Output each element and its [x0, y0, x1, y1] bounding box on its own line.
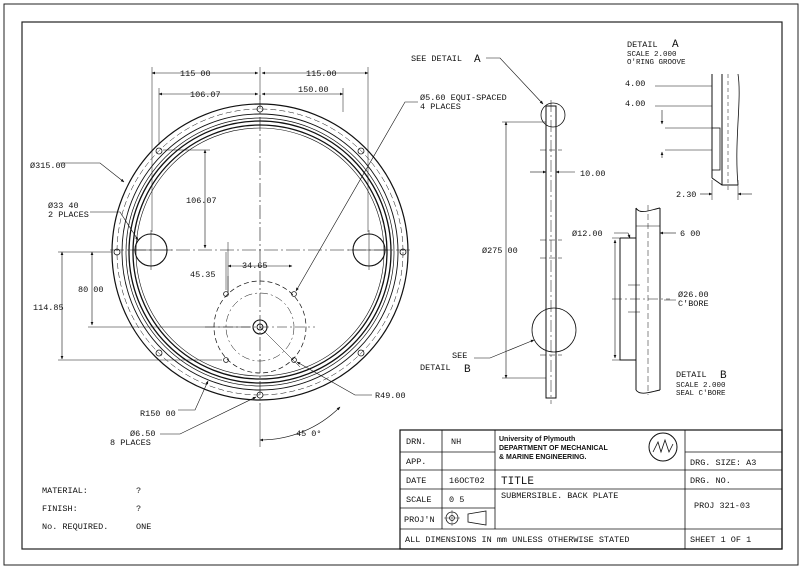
projection-label: PROJ'N [404, 515, 435, 525]
title-block [399, 429, 783, 550]
finish-value: ? [136, 504, 141, 514]
thickness-label: 10.00 [580, 169, 606, 179]
drn-label: DRN. [406, 437, 426, 447]
dim-vertical-inner: 106.07 [186, 196, 217, 206]
detail-b-letter: B [720, 370, 727, 382]
drn-value: NH [451, 437, 461, 447]
sheet-number: SHEET 1 OF 1 [690, 535, 751, 545]
see-detail-a-letter: A [474, 54, 481, 66]
title-value: SUBMERSIBLE. BACK PLATE [501, 491, 618, 501]
see-detail-b-line1: SEE [452, 351, 467, 361]
front-view [58, 67, 418, 447]
small-holes-label: Ø5.60 EQUI-SPACED [420, 93, 507, 103]
notes-block: MATERIAL: ? FINISH: ? No. REQUIRED. ONE [42, 486, 151, 532]
detail-a-title: DETAIL [627, 40, 658, 50]
detail-b-cbore-dia: Ø26.00 [678, 290, 709, 300]
title-block-text: DRN. NH APP. DATE 16OCT02 SCALE 0 5 PROJ… [404, 436, 756, 545]
dim-114-85: 114.85 [33, 303, 64, 313]
detail-a-letter: A [672, 39, 679, 51]
detail-a-view [655, 73, 752, 200]
organisation-line3: & MARINE ENGINEERING. [499, 454, 587, 461]
bolt-holes-label: Ø6.50 [130, 429, 156, 439]
date-label: DATE [406, 476, 426, 486]
drawing-number-label: DRG. NO. [690, 476, 731, 486]
organisation-line2: DEPARTMENT OF MECHANICAL [499, 445, 608, 452]
detail-b-cbore-label: C'BORE [678, 299, 709, 309]
see-detail-a-label: SEE DETAIL [411, 54, 462, 64]
side-view [474, 57, 577, 404]
dim-top-inner-left: 106.07 [190, 90, 221, 100]
side-view-labels: SEE DETAIL A 10.00 Ø275 00 SEE DETAIL B [411, 54, 606, 376]
dia-large-hole-count: 2 PLACES [48, 210, 89, 220]
detail-b-dia-12: Ø12.00 [572, 229, 603, 239]
material-value: ? [136, 486, 141, 496]
dim-45-35: 45.35 [190, 270, 216, 280]
detail-a-dim-mid: 4.00 [625, 99, 645, 109]
front-view-labels: 115 00 115.00 106.07 150.00 Ø315.00 Ø33 … [30, 69, 507, 448]
detail-b-dim-6: 6 00 [680, 229, 700, 239]
organisation-line1: University of Plymouth [499, 436, 575, 443]
dia-outer-label: Ø315.00 [30, 161, 66, 171]
app-label: APP. [406, 457, 426, 467]
detail-b-desc: SEAL C'BORE [676, 390, 726, 398]
dim-top-right: 115.00 [306, 69, 337, 79]
small-holes-count: 4 PLACES [420, 102, 461, 112]
see-detail-b-line2: DETAIL [420, 363, 451, 373]
detail-b-labels: Ø12.00 6 00 Ø26.00 C'BORE DETAIL B SCALE… [572, 229, 727, 398]
detail-a-dim-bottom: 2.30 [676, 190, 696, 200]
sheet-border-outer [3, 3, 799, 566]
scale-value: 0 5 [449, 495, 464, 505]
radius-150-label: R150 00 [140, 409, 176, 419]
radius-49-label: R49.00 [375, 391, 406, 401]
required-value: ONE [136, 522, 151, 532]
title-label: TITLE [501, 476, 534, 488]
bolt-holes-count: 8 PLACES [110, 438, 151, 448]
dim-34-65: 34.65 [242, 261, 268, 271]
drawing-number-value: PROJ 321-03 [694, 501, 750, 511]
material-label: MATERIAL: [42, 486, 88, 496]
dim-top-left: 115 00 [180, 69, 211, 79]
finish-label: FINISH: [42, 504, 78, 514]
dia-large-hole-label: Ø33 40 [48, 201, 79, 211]
see-detail-b-letter: B [464, 364, 471, 376]
detail-a-labels: DETAIL A SCALE 2.000 O'RING GROOVE 4.00 … [625, 39, 696, 200]
diameter-275-label: Ø275 00 [482, 246, 518, 256]
detail-b-scale: SCALE 2.000 [676, 382, 726, 390]
scale-label: SCALE [406, 495, 432, 505]
dim-80: 80 00 [78, 285, 104, 295]
dim-top-inner-right: 150.00 [298, 85, 329, 95]
detail-b-view [612, 205, 676, 395]
detail-b-title: DETAIL [676, 370, 707, 380]
detail-a-scale: SCALE 2.000 [627, 51, 677, 59]
angle-45-label: 45 0° [296, 429, 322, 439]
units-note: ALL DIMENSIONS IN mm UNLESS OTHERWISE ST… [405, 535, 629, 545]
drawing-size: DRG. SIZE: A3 [690, 458, 756, 468]
date-value: 16OCT02 [449, 476, 485, 486]
detail-a-desc: O'RING GROOVE [627, 59, 686, 67]
required-label: No. REQUIRED. [42, 522, 108, 532]
detail-a-dim-top: 4.00 [625, 79, 645, 89]
